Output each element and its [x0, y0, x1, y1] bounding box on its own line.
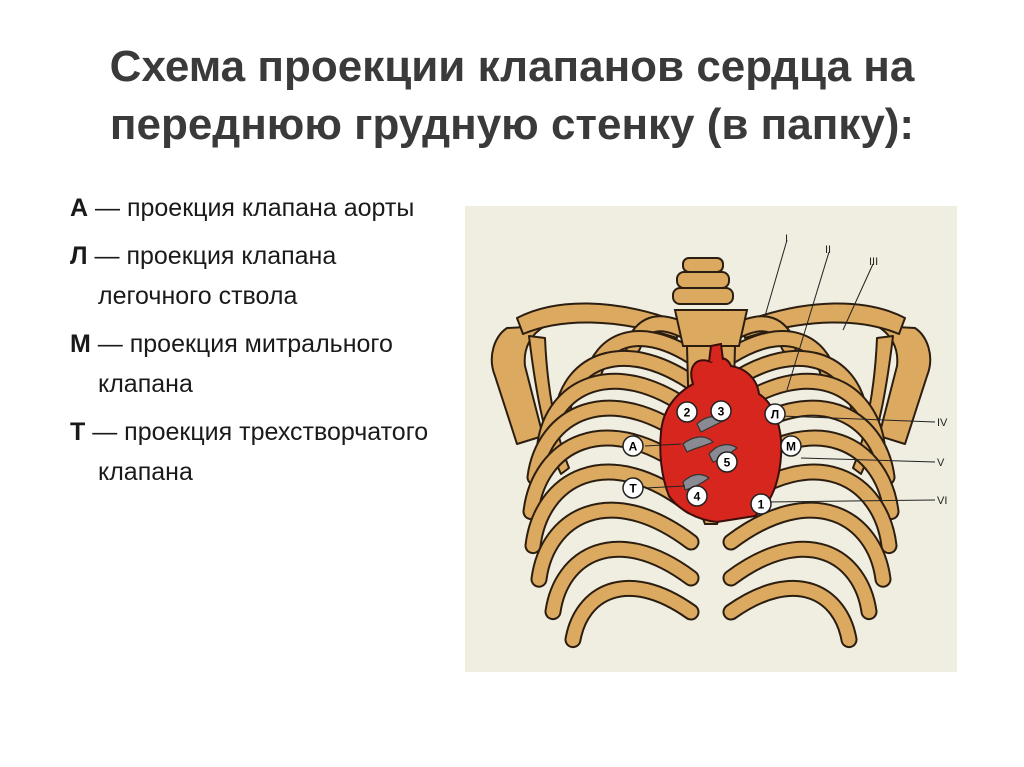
marker-A-label: А: [629, 440, 638, 454]
marker-4-label: 4: [694, 490, 701, 504]
legend-item-tricuspid: Т — проекция трехстворчатого клапана: [70, 412, 430, 492]
left-rib-10: [566, 581, 698, 647]
marker-3: 3: [710, 400, 732, 422]
leader-line-III: [842, 263, 874, 331]
aortic-valve-shape: [682, 436, 715, 453]
legend-letter: М: [70, 330, 91, 358]
legend-letter: Т: [70, 418, 86, 446]
left-rib-9: [546, 542, 698, 619]
marker-M-label: М: [786, 440, 796, 454]
legend-item-pulmonary: Л — проекция клапана легочного ствола: [70, 236, 430, 316]
marker-L-label: Л: [771, 408, 779, 422]
chest-diagram: I II III IV V VI 2 3 Л А: [465, 206, 957, 672]
rib-label-V: V: [937, 457, 945, 469]
marker-2-label: 2: [684, 406, 691, 420]
legend-item-aorta: А — проекция клапана аорты: [70, 188, 430, 228]
leader-line-I: [764, 239, 788, 317]
leader-line-A: [644, 443, 682, 447]
cervical-vertebra: [672, 287, 734, 305]
leader-line-VI: [766, 499, 936, 503]
legend-text: — проекция трехстворчатого клапана: [85, 418, 429, 486]
slide-title: Схема проекции клапанов сердца на передн…: [0, 38, 1024, 154]
marker-A: А: [622, 435, 644, 457]
cervical-vertebra: [676, 271, 730, 289]
marker-1-label: 1: [758, 498, 765, 512]
slide-title-line-1: Схема проекции клапанов сердца на: [109, 42, 915, 91]
slide-title-line-2: переднюю грудную стенку (в папку):: [109, 100, 915, 149]
right-rib-8: [724, 503, 890, 586]
legend-text: — проекция митрального клапана: [90, 330, 393, 398]
leader-line-II: [786, 251, 830, 391]
leader-line-IV: [780, 415, 936, 423]
rib-label-IV: IV: [937, 417, 948, 429]
marker-5: 5: [716, 451, 738, 473]
marker-T: Т: [622, 477, 644, 499]
legend-item-mitral: М — проекция митрального клапана: [70, 324, 430, 404]
cervical-vertebra: [682, 257, 724, 273]
right-rib-10: [724, 581, 856, 647]
rib-label-VI: VI: [937, 495, 947, 507]
left-rib-8: [532, 503, 698, 586]
valve-legend: А — проекция клапана аорты Л — проекция …: [70, 188, 430, 500]
legend-text: — проекция клапана аорты: [88, 194, 415, 222]
leader-line-T: [644, 485, 686, 489]
legend-letter: Л: [70, 242, 88, 270]
marker-3-label: 3: [718, 405, 725, 419]
marker-2: 2: [676, 401, 698, 423]
rib-label-II: II: [825, 244, 831, 256]
marker-L: Л: [764, 403, 786, 425]
leader-line-V: [800, 457, 936, 463]
valve-markers: 2 3 Л А М 5 Т: [622, 400, 802, 515]
marker-5-label: 5: [724, 456, 731, 470]
manubrium: [673, 309, 749, 347]
legend-letter: А: [70, 194, 89, 222]
left-rib-5: [528, 401, 698, 484]
marker-4: 4: [686, 485, 708, 507]
left-rib-7: [526, 465, 698, 553]
legend-text: — проекция клапана легочного ствола: [87, 242, 337, 310]
aorta-stub: [708, 342, 724, 363]
marker-M: М: [780, 435, 802, 457]
right-rib-9: [724, 542, 876, 619]
chest-diagram-svg: I II III IV V VI 2 3 Л А: [490, 233, 948, 649]
marker-T-label: Т: [629, 482, 637, 496]
rib-label-I: I: [785, 233, 788, 245]
marker-1: 1: [750, 493, 772, 515]
rib-label-III: III: [869, 256, 878, 268]
